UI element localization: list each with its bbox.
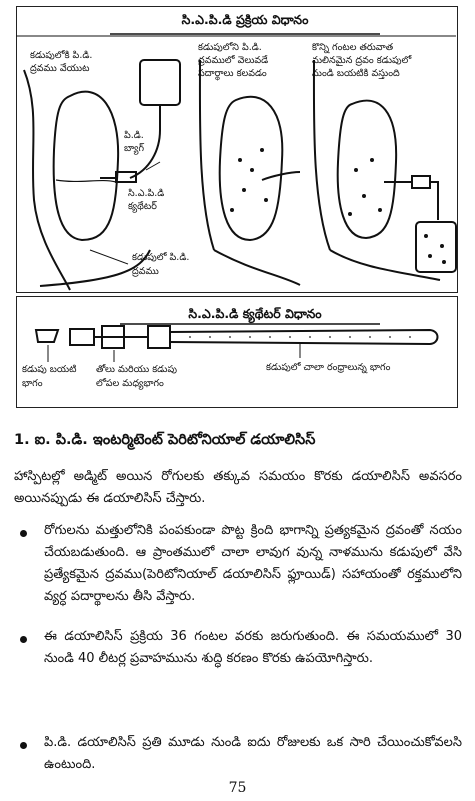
label-outer-part-1: కడుపు బయటి: [22, 364, 77, 375]
label-waste-mixing-1: కడుపులోని పి.డి.: [198, 42, 262, 53]
label-perforated-part: కడుపులో చాలా రంధ్రాలున్న భాగం: [266, 362, 391, 373]
label-drain-2: మలినమైన ద్రవం కడుపులో: [312, 55, 412, 66]
bullet-dot-3: [20, 742, 27, 749]
label-pd-bag-1: పి.డి.: [124, 130, 144, 141]
bullet-text-3: పి.డి. డయాలిసిస్ ప్రతి మూడు నుండి ఐదు రో…: [44, 735, 462, 772]
bullet-dot-2: [20, 636, 27, 643]
bullet-dot-1: [20, 530, 27, 537]
bullet-text-2: ఈ డయాలిసిస్ ప్రక్రియ 36 గంటల వరకు జరుగుత…: [44, 629, 462, 666]
label-outer-part-2: భాగం: [22, 378, 43, 389]
label-drain-3: నుండి బయటికి వస్తుంది: [312, 68, 400, 79]
label-waste-mixing-3: పదార్థాలు కలవడం: [198, 68, 267, 79]
figure-capd-catheter: [16, 296, 458, 408]
label-drain-1: కొన్ని గంటల తరువాత: [312, 42, 394, 53]
page-number: 75: [228, 780, 247, 796]
figure-capd-process: [16, 6, 458, 293]
figure-capd-catheter-title: సి.ఎ.పి.డి క్యథేటర్ విధానం: [188, 306, 322, 321]
label-pd-fluid-inflow-1: కడుపులోకి పి.డి.: [30, 50, 93, 61]
label-pd-fluid-inflow-2: ద్రవము వేయుట: [30, 63, 90, 74]
label-pd-bag-2: బ్యాగ్: [124, 143, 145, 154]
intro-paragraph: హాస్పిటల్లో అడ్మిట్ అయిన రోగులకు తక్కువ …: [14, 469, 462, 506]
label-abdomen-fluid-2: ద్రవము: [132, 266, 159, 277]
section-heading: 1. ఐ. పి.డి. ఇంటర్మిటెంట్ పెరిటోనియాల్ డ…: [14, 432, 316, 448]
figure-capd-process-title: సి.ఎ.పి.డి ప్రక్రియ విధానం: [181, 12, 309, 27]
label-waste-mixing-2: ద్రవములో వెలువడే: [198, 55, 269, 66]
label-abdomen-fluid-1: కడుపులో పి.డి.: [132, 252, 190, 263]
label-middle-part-2: లోపల మధ్యభాగం: [96, 378, 164, 389]
label-catheter-2: క్యథేటర్: [128, 201, 157, 212]
label-catheter-1: సి.ఎ.పి.డి: [128, 188, 165, 199]
label-middle-part-1: తోలు మరియు కడుపు: [96, 364, 177, 375]
bullet-text-1: రోగులను మత్తులోనికి పంపకుండా పొట్ట క్రిం…: [44, 523, 462, 604]
